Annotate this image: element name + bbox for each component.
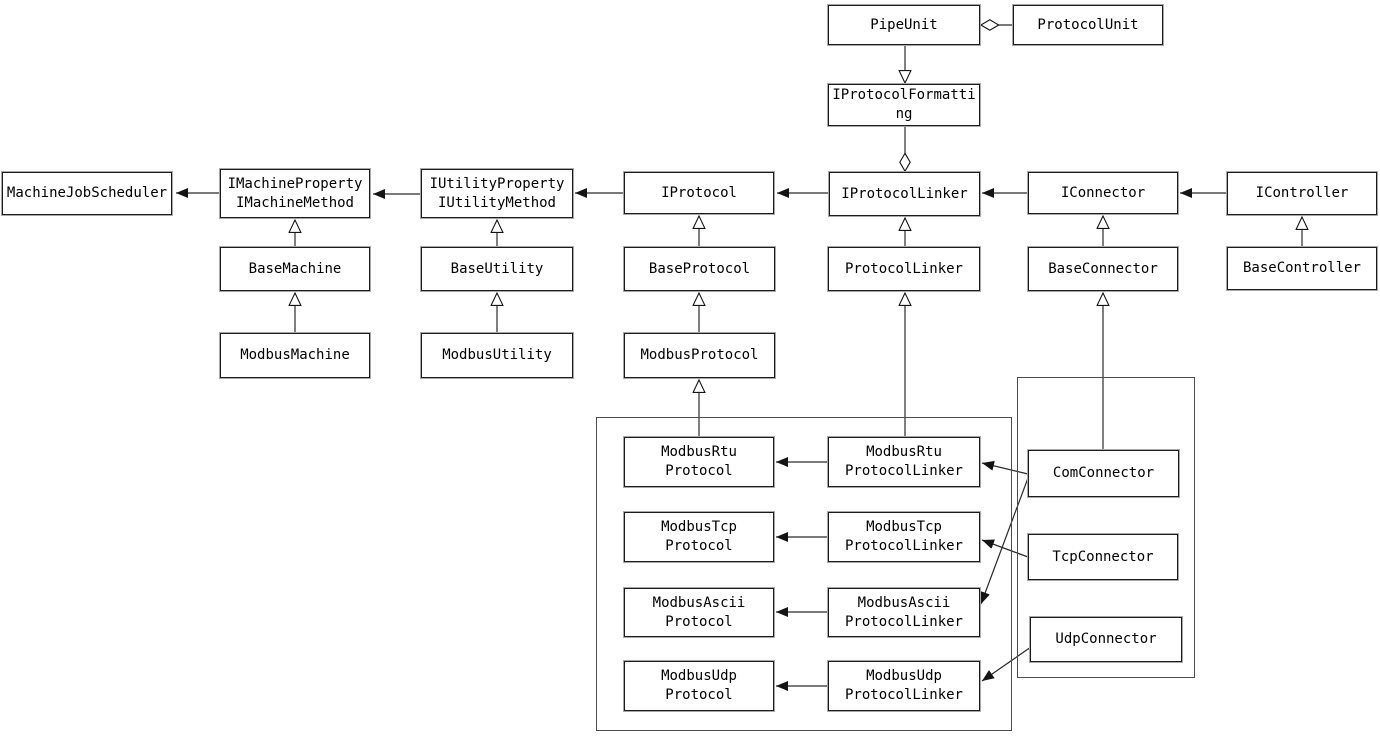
class-node-modbusrtuprotocollinker: ModbusRtu ProtocolLinker xyxy=(828,437,980,487)
class-node-modbusprotocol: ModbusProtocol xyxy=(624,333,775,378)
class-label: Protocol xyxy=(665,687,733,703)
class-label: ModbusUdp xyxy=(866,668,942,685)
class-label: IUtilityProperty xyxy=(429,175,565,192)
class-label: BaseMachine xyxy=(248,260,342,277)
class-node-iprotocol: IProtocol xyxy=(624,172,774,214)
class-label: ModbusAscii xyxy=(652,594,746,611)
class-node-modbusudpprotocol: ModbusUdp Protocol xyxy=(624,661,774,711)
class-label: TcpConnector xyxy=(1052,548,1154,565)
class-node-icontroller: IController xyxy=(1227,172,1377,215)
inheritance-edges xyxy=(295,45,1302,450)
modbus-protocol-group-frame xyxy=(596,417,1012,731)
class-label: Protocol xyxy=(665,463,733,479)
class-label: ModbusTcp xyxy=(866,519,942,536)
class-node-udpconnector: UdpConnector xyxy=(1030,617,1182,662)
class-node-baseutility: BaseUtility xyxy=(421,247,573,291)
class-label: ProtocolLinker xyxy=(844,260,963,277)
class-label: MachineJobScheduler xyxy=(6,185,168,202)
class-node-baseprotocol: BaseProtocol xyxy=(624,247,775,291)
class-label: ProtocolLinker xyxy=(844,687,963,703)
class-node-modbustcpprotocollinker: ModbusTcp ProtocolLinker xyxy=(828,512,980,562)
class-label: IMachineMethod xyxy=(235,194,354,211)
class-label: Protocol xyxy=(665,538,733,554)
edge-udpconnector-to-udplinker xyxy=(981,646,1032,682)
class-label: IProtocolFormatting xyxy=(832,87,976,122)
class-node-modbusasciiprotocol: ModbusAscii Protocol xyxy=(624,588,774,637)
class-node-comconnector: ComConnector xyxy=(1028,450,1179,497)
class-label: ProtocolLinker xyxy=(844,463,963,479)
class-node-imachineproperty-imachinemethod: IMachineProperty IMachineMethod xyxy=(220,169,370,218)
class-label: ModbusRtu xyxy=(661,444,737,461)
class-label: ProtocolLinker xyxy=(844,538,963,554)
class-label: BaseController xyxy=(1242,260,1361,277)
class-node-modbusutility: ModbusUtility xyxy=(421,333,573,378)
class-node-modbusrtuprotocol: ModbusRtu Protocol xyxy=(624,437,774,487)
class-label: BaseConnector xyxy=(1048,260,1158,277)
class-label: BaseUtility xyxy=(450,260,544,277)
class-node-protocollinker: ProtocolLinker xyxy=(828,247,980,291)
class-label: ModbusUdp xyxy=(661,668,737,685)
class-node-iprotocollinker: IProtocolLinker xyxy=(829,172,980,216)
class-node-protocolunit: ProtocolUnit xyxy=(1013,5,1163,45)
connector-group-frame xyxy=(1017,377,1195,678)
class-label: IMachineProperty xyxy=(227,175,363,192)
edge-comconnector-to-asciilinker xyxy=(980,477,1029,605)
class-label: BaseProtocol xyxy=(648,260,751,277)
class-label: ModbusRtu xyxy=(866,444,942,461)
class-label: ModbusMachine xyxy=(240,347,350,364)
class-node-modbustcpprotocol: ModbusTcp Protocol xyxy=(624,512,774,562)
class-node-pipeunit: PipeUnit xyxy=(828,5,980,45)
class-label: IProtocolLinker xyxy=(841,185,968,202)
class-node-iprotocolformatting: IProtocolFormatting xyxy=(828,84,980,126)
class-label: ComConnector xyxy=(1052,465,1155,482)
class-label: PipeUnit xyxy=(870,16,938,33)
class-label: ProtocolLinker xyxy=(844,613,963,630)
class-label: UdpConnector xyxy=(1055,631,1157,648)
class-node-basemachine: BaseMachine xyxy=(220,247,370,291)
class-label: ModbusTcp xyxy=(661,519,737,536)
association-edges xyxy=(176,188,1227,691)
class-label: IController xyxy=(1255,185,1349,202)
class-label: ModbusProtocol xyxy=(640,347,759,364)
class-label: ModbusAscii xyxy=(857,594,951,611)
edge-tcpconnector-to-tcplinker xyxy=(981,539,1029,558)
class-node-modbusmachine: ModbusMachine xyxy=(220,333,370,378)
class-node-machinejobscheduler: MachineJobScheduler xyxy=(2,172,172,215)
class-node-iconnector: IConnector xyxy=(1028,172,1178,214)
class-node-basecontroller: BaseController xyxy=(1227,247,1377,290)
class-node-baseconnector: BaseConnector xyxy=(1028,247,1178,291)
aggregation-edges xyxy=(905,25,1013,171)
class-label: ModbusUtility xyxy=(442,347,552,364)
class-node-iutilityproperty-iutilitymethod: IUtilityProperty IUtilityMethod xyxy=(421,169,573,218)
class-node-modbusasciiprotocollinker: ModbusAscii ProtocolLinker xyxy=(828,588,980,637)
class-label: IProtocol xyxy=(661,184,737,201)
class-label: Protocol xyxy=(665,613,733,630)
class-label: IUtilityMethod xyxy=(437,194,556,211)
edge-comconnector-to-rtulinker xyxy=(981,460,1029,475)
class-node-modbusudpprotocollinker: ModbusUdp ProtocolLinker xyxy=(828,661,980,711)
class-label: IConnector xyxy=(1060,184,1146,201)
class-node-tcpconnector: TcpConnector xyxy=(1028,534,1178,580)
class-label: ProtocolUnit xyxy=(1037,16,1139,33)
